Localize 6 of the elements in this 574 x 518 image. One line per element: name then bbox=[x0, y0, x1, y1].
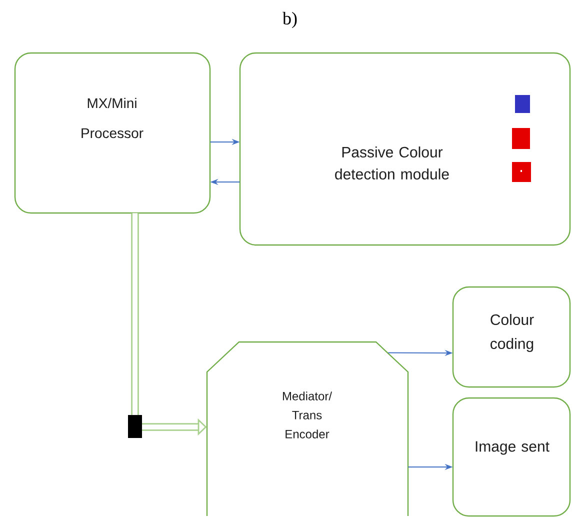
encoder-box: Mediator/ Trans Encoder bbox=[206, 341, 409, 516]
processor-box: MX/Mini Processor bbox=[14, 52, 211, 214]
sensor-module-box: Passive Colour detection module bbox=[239, 52, 571, 246]
panel-label: b) bbox=[282, 12, 297, 28]
output-box: Colour coding bbox=[452, 286, 571, 388]
output-box: Image sent bbox=[452, 397, 571, 517]
